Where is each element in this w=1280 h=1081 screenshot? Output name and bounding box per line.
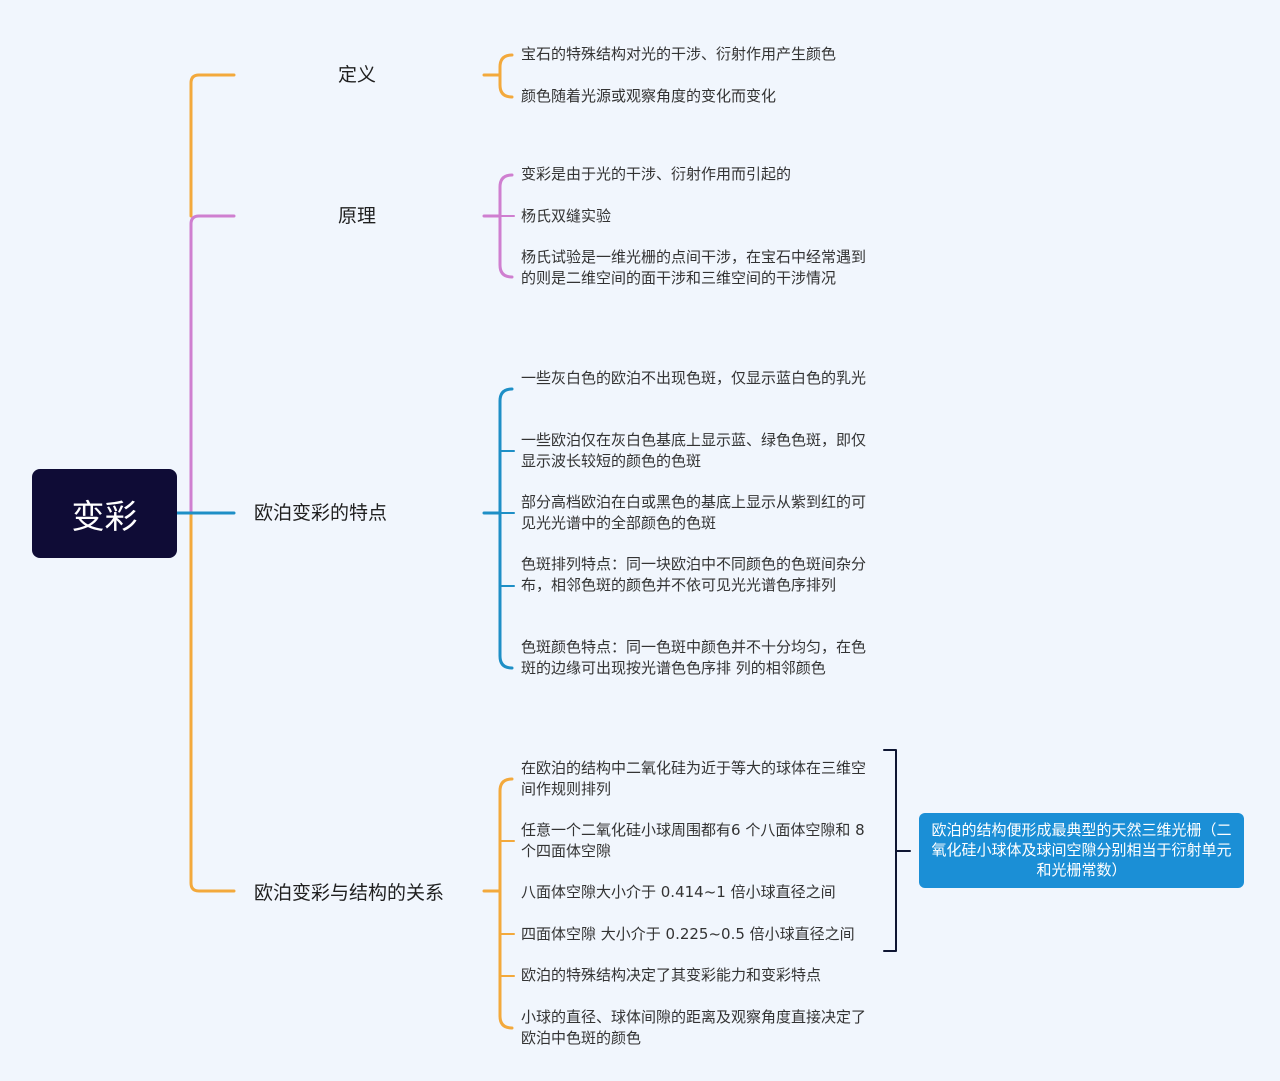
relation-item-1[interactable]: 在欧泊的结构中二氧化硅为近于等大的球体在三维空间作规则排列: [521, 759, 867, 798]
features-item-5[interactable]: 色斑颜色特点：同一色斑中颜色并不十分均匀，在色斑的边缘可出现按光谱色色序排 列的…: [521, 638, 867, 677]
branch-principle-label: 原理: [338, 205, 377, 227]
features-item-2[interactable]: 一些欧泊仅在灰白色基底上显示蓝、绿色色斑，即仅显示波长较短的颜色的色斑: [521, 431, 867, 470]
summary-bracket: [883, 749, 897, 952]
relation-connector-bracket: [498, 777, 514, 1030]
principle-connector-bracket: [498, 173, 514, 279]
root-topic[interactable]: 变彩: [32, 469, 177, 558]
relation-item-3[interactable]: 八面体空隙大小介于 0.414~1 倍小球直径之间: [521, 883, 836, 901]
trunk-definition: [189, 73, 236, 218]
definition-item-2[interactable]: 颜色随着光源或观察角度的变化而变化: [521, 87, 777, 105]
relation-item-4[interactable]: 四面体空隙 大小介于 0.225~0.5 倍小球直径之间: [521, 925, 855, 943]
principle-item-2[interactable]: 杨氏双缝实验: [521, 207, 612, 225]
definition-item-1[interactable]: 宝石的特殊结构对光的干涉、衍射作用产生颜色: [521, 45, 837, 63]
relation-item-5[interactable]: 欧泊的特殊结构决定了其变彩能力和变彩特点: [521, 966, 822, 984]
branch-features-label: 欧泊变彩的特点: [254, 502, 388, 524]
branch-definition[interactable]: 定义: [338, 62, 376, 88]
branch-relation-label: 欧泊变彩与结构的关系: [254, 882, 445, 904]
features-item-4[interactable]: 色斑排列特点：同一块欧泊中不同颜色的色斑间杂分布，相邻色斑的颜色并不依可见光光谱…: [521, 555, 867, 594]
root-topic-label: 变彩: [71, 496, 138, 536]
principle-item-3[interactable]: 杨氏试验是一维光栅的点间干涉，在宝石中经常遇到的则是二维空间的面干涉和三维空间的…: [521, 248, 867, 287]
definition-connector-bracket: [498, 53, 514, 99]
features-item-3[interactable]: 部分高档欧泊在白或黑色的基底上显示从紫到红的可见光光谱中的全部颜色的色斑: [521, 493, 867, 532]
trunk-relation: [189, 511, 236, 893]
branch-structure-relation[interactable]: 欧泊变彩与结构的关系: [254, 880, 444, 906]
features-item-1[interactable]: 一些灰白色的欧泊不出现色斑，仅显示蓝白色的乳光: [521, 369, 867, 387]
relation-item-2[interactable]: 任意一个二氧化硅小球周围都有6 个八面体空隙和 8 个四面体空隙: [521, 821, 865, 860]
branch-opal-play-of-color-features[interactable]: 欧泊变彩的特点: [254, 500, 387, 526]
principle-item-1[interactable]: 变彩是由于光的干涉、衍射作用而引起的: [521, 165, 792, 183]
branch-principle[interactable]: 原理: [338, 203, 376, 229]
features-connector-bracket: [498, 387, 514, 670]
summary-callout[interactable]: 欧泊的结构便形成最典型的天然三维光栅（二氧化硅小球体及球间空隙分别相当于衍射单元…: [919, 813, 1244, 888]
trunk-principle: [189, 214, 236, 515]
relation-item-6[interactable]: 小球的直径、球体间隙的距离及观察角度直接决定了欧泊中色斑的颜色: [521, 1008, 867, 1047]
summary-callout-text: 欧泊的结构便形成最典型的天然三维光栅（二氧化硅小球体及球间空隙分别相当于衍射单元…: [931, 821, 1232, 879]
branch-definition-label: 定义: [338, 64, 377, 86]
